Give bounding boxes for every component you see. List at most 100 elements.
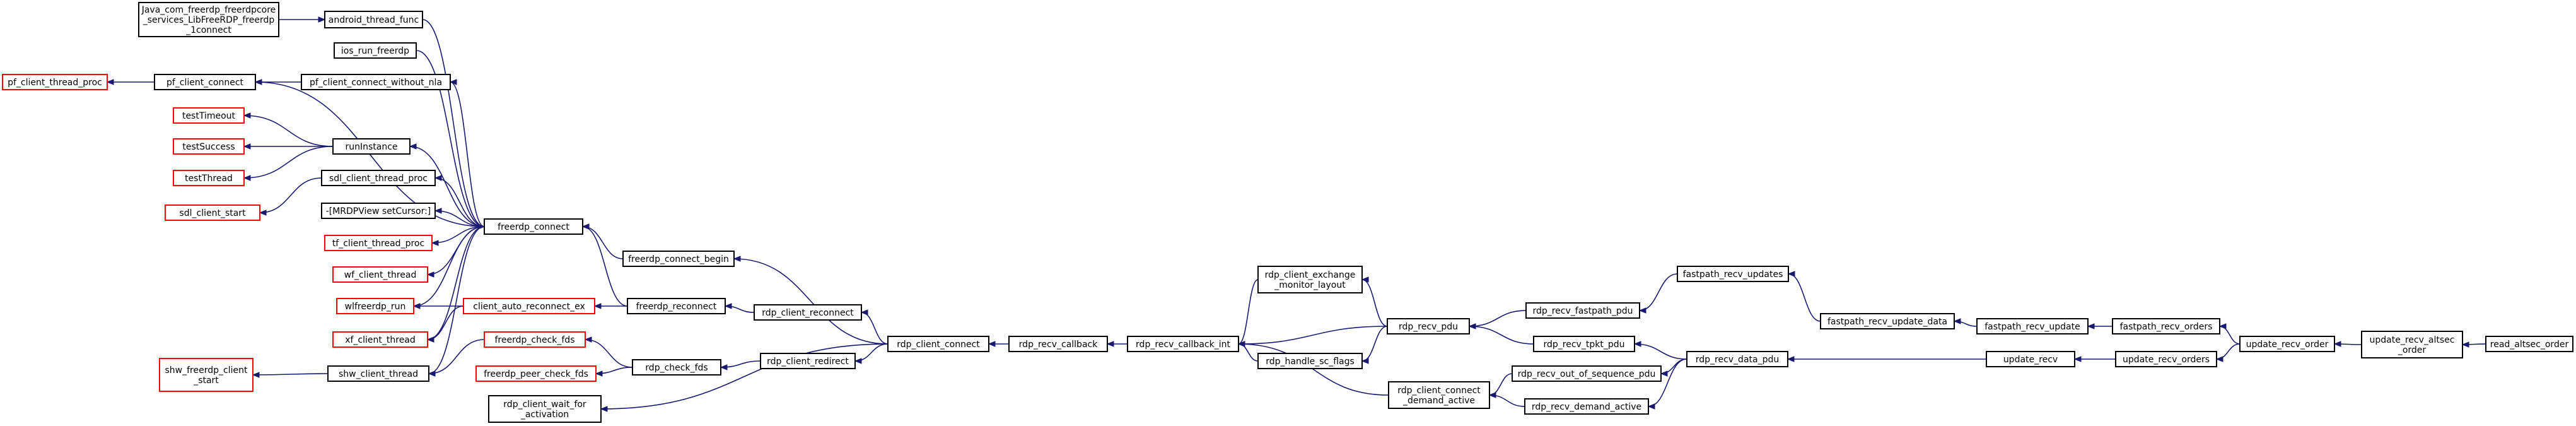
node-box bbox=[622, 251, 735, 267]
node-freerdp-peer-check-fds[interactable]: freerdp_peer_check_fds bbox=[475, 365, 597, 382]
node-rdp-recv-tpkt-pdu[interactable]: rdp_recv_tpkt_pdu bbox=[1533, 336, 1635, 352]
node-shw-freerdp-client-start[interactable]: shw_freerdp_client_start bbox=[159, 358, 254, 392]
node-rdp-check-fds[interactable]: rdp_check_fds bbox=[632, 359, 721, 376]
node-rdp-client-connect[interactable]: rdp_client_connect bbox=[887, 336, 989, 352]
node-pf-client-thread-proc[interactable]: pf_client_thread_proc bbox=[2, 74, 108, 90]
node-box bbox=[334, 42, 417, 59]
node-label: pf_client_thread_proc bbox=[8, 78, 102, 88]
node-label: _services_LibFreeRDP_freerdp bbox=[143, 15, 275, 25]
edge-arrowhead bbox=[2073, 356, 2082, 362]
node-rdp-recv-callback[interactable]: rdp_recv_callback bbox=[1008, 336, 1108, 352]
edge-arrowhead bbox=[854, 358, 862, 364]
node-rdp-client-connect-demand-active[interactable]: rdp_client_connect_demand_active bbox=[1388, 381, 1490, 409]
edge-arrowhead bbox=[259, 210, 267, 216]
node-freerdp-check-fds[interactable]: freerdp_check_fds bbox=[484, 331, 586, 348]
node-label: pf_client_connect_without_nla bbox=[310, 78, 442, 88]
node-box bbox=[324, 11, 423, 28]
node-box bbox=[336, 298, 414, 314]
node-freerdp-reconnect[interactable]: freerdp_reconnect bbox=[627, 298, 726, 314]
node-rdp-recv-fastpath-pdu[interactable]: rdp_recv_fastpath_pdu bbox=[1525, 302, 1640, 319]
edge-arrowhead bbox=[1953, 318, 1961, 324]
edge-rdp-client-connect-to-rdp-client-wait-for-activation bbox=[600, 343, 889, 410]
node-xf-client-thread[interactable]: xf_client_thread bbox=[332, 331, 428, 348]
node-fastpath-recv-updates[interactable]: fastpath_recv_updates bbox=[1677, 266, 1789, 282]
node-update-recv[interactable]: update_recv bbox=[1986, 351, 2075, 367]
edge-arrowhead bbox=[2218, 323, 2227, 329]
node-sdl-client-thread-proc[interactable]: sdl_client_thread_proc bbox=[321, 170, 436, 186]
node-box bbox=[754, 304, 862, 321]
node-fastpath-recv-update-data[interactable]: fastpath_recv_update_data bbox=[1820, 313, 1955, 329]
node-testTimeout[interactable]: testTimeout bbox=[173, 107, 245, 124]
edge-rdp-recv-pdu-to-rdp-recv-callback-int bbox=[1238, 326, 1388, 345]
edge-arrowhead bbox=[243, 143, 251, 150]
edge-freerdp-check-fds-to-shw-client-thread bbox=[428, 339, 485, 374]
node-box bbox=[173, 138, 245, 155]
node-rdp-client-reconnect[interactable]: rdp_client_reconnect bbox=[754, 304, 862, 321]
node-rdp-recv-callback-int[interactable]: rdp_recv_callback_int bbox=[1127, 336, 1239, 352]
node-label: rdp_client_connect bbox=[897, 340, 980, 350]
edge-arrowhead bbox=[2215, 356, 2223, 362]
node-ios-run-freerdp[interactable]: ios_run_freerdp bbox=[334, 42, 417, 59]
node-box bbox=[484, 218, 583, 235]
edge-ios-run-freerdp-to-freerdp-connect bbox=[416, 50, 485, 227]
node-read-altsec-order[interactable]: read_altsec_order bbox=[2485, 336, 2573, 352]
edge-rdp-recv-data-pdu-to-rdp-recv-tpkt-pdu bbox=[1634, 343, 1687, 360]
node-client-auto-reconnect-ex[interactable]: client_auto_reconnect_ex bbox=[463, 298, 595, 314]
node-label: sdl_client_start bbox=[179, 208, 246, 218]
edge-runInstance-to-testThread bbox=[243, 146, 334, 179]
edge-arrowhead bbox=[243, 112, 251, 119]
node-shw-client-thread[interactable]: shw_client_thread bbox=[327, 365, 429, 382]
node-label: testThread bbox=[185, 174, 233, 184]
node-box bbox=[332, 331, 428, 348]
node-box bbox=[632, 359, 721, 376]
node-testSuccess[interactable]: testSuccess bbox=[173, 138, 245, 155]
node-java-connect[interactable]: Java_com_freerdp_freerdpcore_services_Li… bbox=[138, 2, 279, 37]
node-update-recv-altsec-order[interactable]: update_recv_altsec_order bbox=[2361, 331, 2463, 358]
node-update-recv-order[interactable]: update_recv_order bbox=[2239, 336, 2335, 352]
node-android-thread-func[interactable]: android_thread_func bbox=[324, 11, 423, 28]
edge-rdp-recv-tpkt-pdu-to-rdp-recv-pdu bbox=[1469, 326, 1534, 345]
node-box bbox=[2, 74, 108, 90]
node-box bbox=[321, 203, 436, 219]
node-update-recv-orders[interactable]: update_recv_orders bbox=[2115, 351, 2217, 367]
edge-layer bbox=[106, 16, 2486, 412]
edge-arrowhead bbox=[733, 256, 741, 262]
node-mrdpview-setcursor[interactable]: -[MRDPView setCursor:] bbox=[321, 203, 436, 219]
edge-arrowhead bbox=[988, 341, 996, 347]
edge-arrowhead bbox=[581, 223, 590, 230]
edge-shw-client-thread-to-shw-freerdp-client-start bbox=[252, 373, 329, 376]
node-label: fastpath_recv_update bbox=[1984, 322, 2080, 332]
edge-freerdp-connect-to-mrdpview-setcursor bbox=[434, 210, 485, 227]
node-wlfreerdp-run[interactable]: wlfreerdp_run bbox=[336, 298, 414, 314]
node-rdp-recv-demand-active[interactable]: rdp_recv_demand_active bbox=[1524, 398, 1649, 415]
node-label: -[MRDPView setCursor:] bbox=[326, 206, 431, 216]
node-wf-client-thread[interactable]: wf_client_thread bbox=[332, 266, 428, 283]
node-rdp-recv-data-pdu[interactable]: rdp_recv_data_pdu bbox=[1686, 351, 1788, 367]
edge-arrowhead bbox=[426, 271, 434, 278]
node-pf-client-connect[interactable]: pf_client_connect bbox=[154, 74, 256, 90]
node-pf-client-connect-without-nla[interactable]: pf_client_connect_without_nla bbox=[301, 74, 451, 90]
edge-arrowhead bbox=[584, 336, 592, 343]
node-rdp-client-exchange-monitor-layout[interactable]: rdp_client_exchange_monitor_layout bbox=[1257, 266, 1363, 293]
node-fastpath-recv-orders[interactable]: fastpath_recv_orders bbox=[2112, 318, 2220, 334]
node-tf-client-thread-proc[interactable]: tf_client_thread_proc bbox=[324, 235, 433, 251]
node-rdp-client-wait-for-activation[interactable]: rdp_client_wait_for_activation bbox=[488, 395, 602, 423]
node-testThread[interactable]: testThread bbox=[173, 170, 245, 186]
node-rdp-client-redirect[interactable]: rdp_client_redirect bbox=[760, 353, 856, 369]
node-runInstance[interactable]: runInstance bbox=[332, 138, 411, 155]
edge-rdp-client-connect-demand-active-to-rdp-recv-callback-int bbox=[1238, 343, 1389, 396]
node-label: rdp_recv_out_of_sequence_pdu bbox=[1518, 369, 1656, 379]
node-box bbox=[173, 107, 245, 124]
node-freerdp-connect-begin[interactable]: freerdp_connect_begin bbox=[622, 251, 735, 267]
node-box bbox=[332, 266, 428, 283]
node-fastpath-recv-update[interactable]: fastpath_recv_update bbox=[1976, 318, 2089, 334]
node-rdp-recv-pdu[interactable]: rdp_recv_pdu bbox=[1387, 318, 1470, 334]
node-rdp-handle-sc-flags[interactable]: rdp_handle_sc_flags bbox=[1257, 353, 1363, 369]
node-freerdp-connect[interactable]: freerdp_connect bbox=[484, 218, 583, 235]
node-rdp-recv-out-of-sequence-pdu[interactable]: rdp_recv_out_of_sequence_pdu bbox=[1512, 365, 1662, 382]
node-sdl-client-start[interactable]: sdl_client_start bbox=[165, 204, 260, 221]
node-box bbox=[2361, 331, 2463, 358]
node-label: testTimeout bbox=[182, 111, 236, 121]
edge-arrowhead bbox=[1361, 276, 1369, 283]
node-label: rdp_recv_data_pdu bbox=[1696, 355, 1780, 365]
